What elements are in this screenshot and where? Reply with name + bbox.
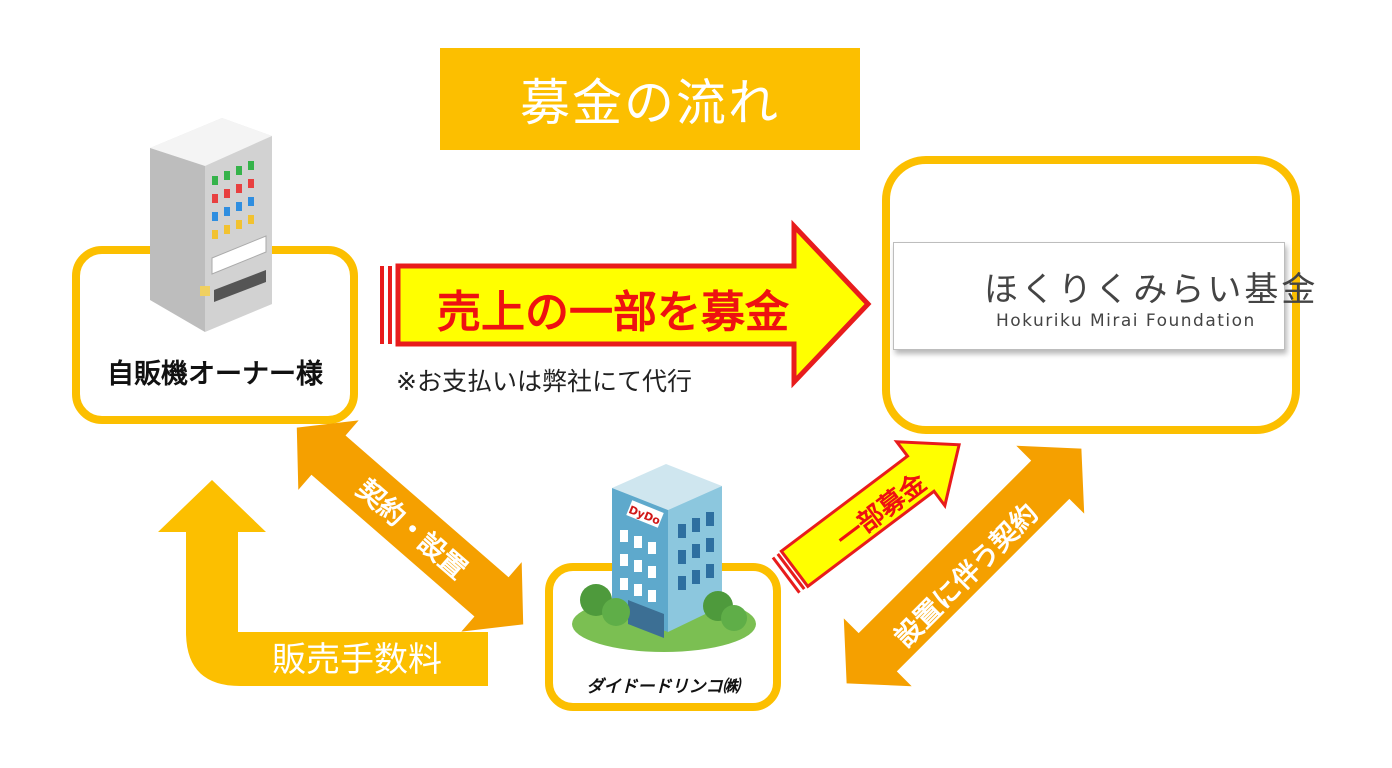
install-contract-arrow — [843, 445, 1085, 687]
sales-donation-label: 売上の一部を募金 — [437, 287, 789, 338]
company-label: ダイドードリンコ㈱ — [586, 677, 740, 697]
foundation-logo-card — [893, 242, 1285, 350]
sales-donation-arrow — [380, 219, 872, 389]
foundation-name-jp: ほくりくみらい基金 — [984, 270, 1319, 310]
sales-commission-arrow — [158, 480, 488, 686]
office-building-icon: DyDo — [572, 464, 756, 652]
contract-install-arrow — [296, 420, 524, 632]
owner-label: 自販機オーナー様 — [107, 359, 323, 390]
foundation-name-en: Hokuriku Mirai Foundation — [996, 311, 1256, 331]
diagram-title: 募金の流れ — [520, 74, 780, 132]
sales-commission-label: 販売手数料 — [272, 640, 442, 680]
title-banner: 募金の流れ — [440, 48, 860, 150]
vending-machine-icon — [150, 118, 272, 332]
partial-donation-arrow — [771, 440, 961, 594]
payment-note: ※お支払いは弊社にて代行 — [396, 367, 692, 396]
